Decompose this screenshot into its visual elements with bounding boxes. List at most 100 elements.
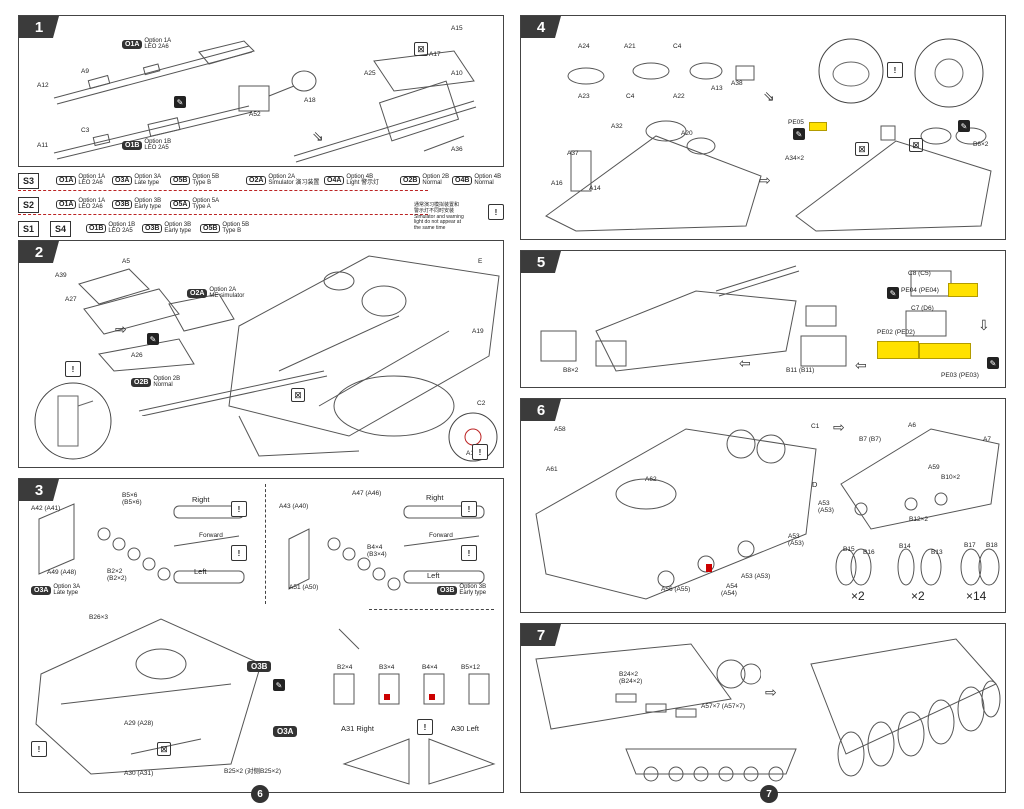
page-number-right: 7 [760,785,778,803]
plates-sketch [69,259,239,374]
option-divider [18,214,428,215]
label-a11: A11 [37,142,49,149]
sprocket-sketch [531,639,762,749]
label-a53-1b: (A53) [818,507,834,514]
option-code: O3B [142,223,163,233]
warning-icon: ! [31,741,47,757]
option-line1: Option 3B [134,198,162,204]
label-a34: A34×2 [785,155,804,162]
label-c4: C4 [673,43,682,50]
option-line2: LEO 2A6 [78,204,103,211]
basket-sketch [791,301,861,371]
arrow-right-icon: ⇨ [765,684,777,700]
label-forward: Forward [429,532,453,539]
option-line2: Normal [474,180,494,187]
label-c3: C3 [81,127,90,134]
option-code: O2A [246,175,267,185]
option-code: O1A [56,199,77,209]
warning-icon: ! [461,501,477,517]
label-pe03: PE03 (PE03) [941,372,979,379]
no-glue-icon: ⊠ [291,388,305,402]
label-a5: A5 [122,258,130,265]
glue-icon: ✎ [958,120,970,132]
option-code: O3A [31,585,52,595]
step-number: 5 [521,251,561,273]
turret-sketch-left [536,116,766,236]
option-code: O2B [131,377,152,387]
label-a54: A54 [726,583,738,590]
label-a31-right: A31 Right [341,724,374,733]
label-a17: A17 [429,51,441,58]
arrow-down-right-icon: ⇘ [763,88,775,104]
label-a10: A10 [451,70,463,77]
option-line2: Early type [459,590,487,597]
label-a27: A27 [65,296,77,303]
option-3b-tag: O3B [247,661,272,672]
option-line1: Option 3B [164,222,192,228]
label-b12: B12×2 [909,516,928,523]
label-a43: A43 (A40) [279,503,309,510]
step-number: 3 [19,479,59,501]
step-5-panel: 5 B8×2 B11 (B11) C8 (C5) PE04 (PE04) C7 … [520,250,1006,388]
label-left: Left [194,567,207,576]
label-a38: A38 [731,80,743,87]
label-a19: A19 [472,328,484,335]
arrow-right-icon: ⇨ [759,172,771,188]
turret-sketch-right [786,116,996,236]
label-a58: A58 [554,426,566,433]
option-line2: LEO 2A5 [144,145,169,152]
option-notes: 通常演习模拟装置和 警示灯不同时安装 Simulator and warning… [414,202,482,243]
option-line1: Option 4B [346,174,374,180]
option-line2: LEO 2A6 [78,180,103,187]
quantity-b14-b13: ×2 [911,589,925,603]
note-line: 警示灯不同时安装 [414,207,455,214]
label-b16: B16 [863,549,875,556]
option-code: O4A [324,175,345,185]
arrow-left-icon: ⇦ [855,357,867,373]
warning-icon: ! [417,719,433,735]
label-b5b: (B5×6) [122,499,142,506]
glue-icon: ✎ [147,333,159,345]
photo-etch-pe04 [948,283,978,297]
glue-icon: ✎ [987,357,999,369]
step-number: 4 [521,16,561,38]
hull-lower-sketch [31,604,271,784]
label-b17: B17 [964,542,976,549]
label-a53-1: A53 [818,500,830,507]
option-line2: Type B [192,180,212,187]
glue-icon: ✎ [887,287,899,299]
warning-icon: ! [231,501,247,517]
label-b24b: (B24×2) [619,678,643,685]
label-pe04: PE04 (PE04) [901,287,939,294]
mantlet-sketch [229,66,329,126]
step-number: 7 [521,624,561,646]
option-line2: ME simulator [209,293,245,300]
label-a14: A14 [589,185,601,192]
label-c4b: C4 [626,93,635,100]
option-code: O4B [452,175,473,185]
step-7-panel: 7 B24×2 (B24×2) A57×7 (A57×7) ⇨ [520,623,1006,793]
label-b4: B4×4 [367,544,383,551]
label-a32: A32 [611,123,623,130]
warning-icon: ! [65,361,81,377]
label-a52: A52 [249,111,261,118]
option-line1: Option 3A [134,174,162,180]
hull-top-sketch [219,246,503,461]
option-line2: Type B [222,228,242,235]
label-a24: A24 [578,43,590,50]
label-a25: A25 [364,70,376,77]
suspension-sketch-left [34,499,174,589]
